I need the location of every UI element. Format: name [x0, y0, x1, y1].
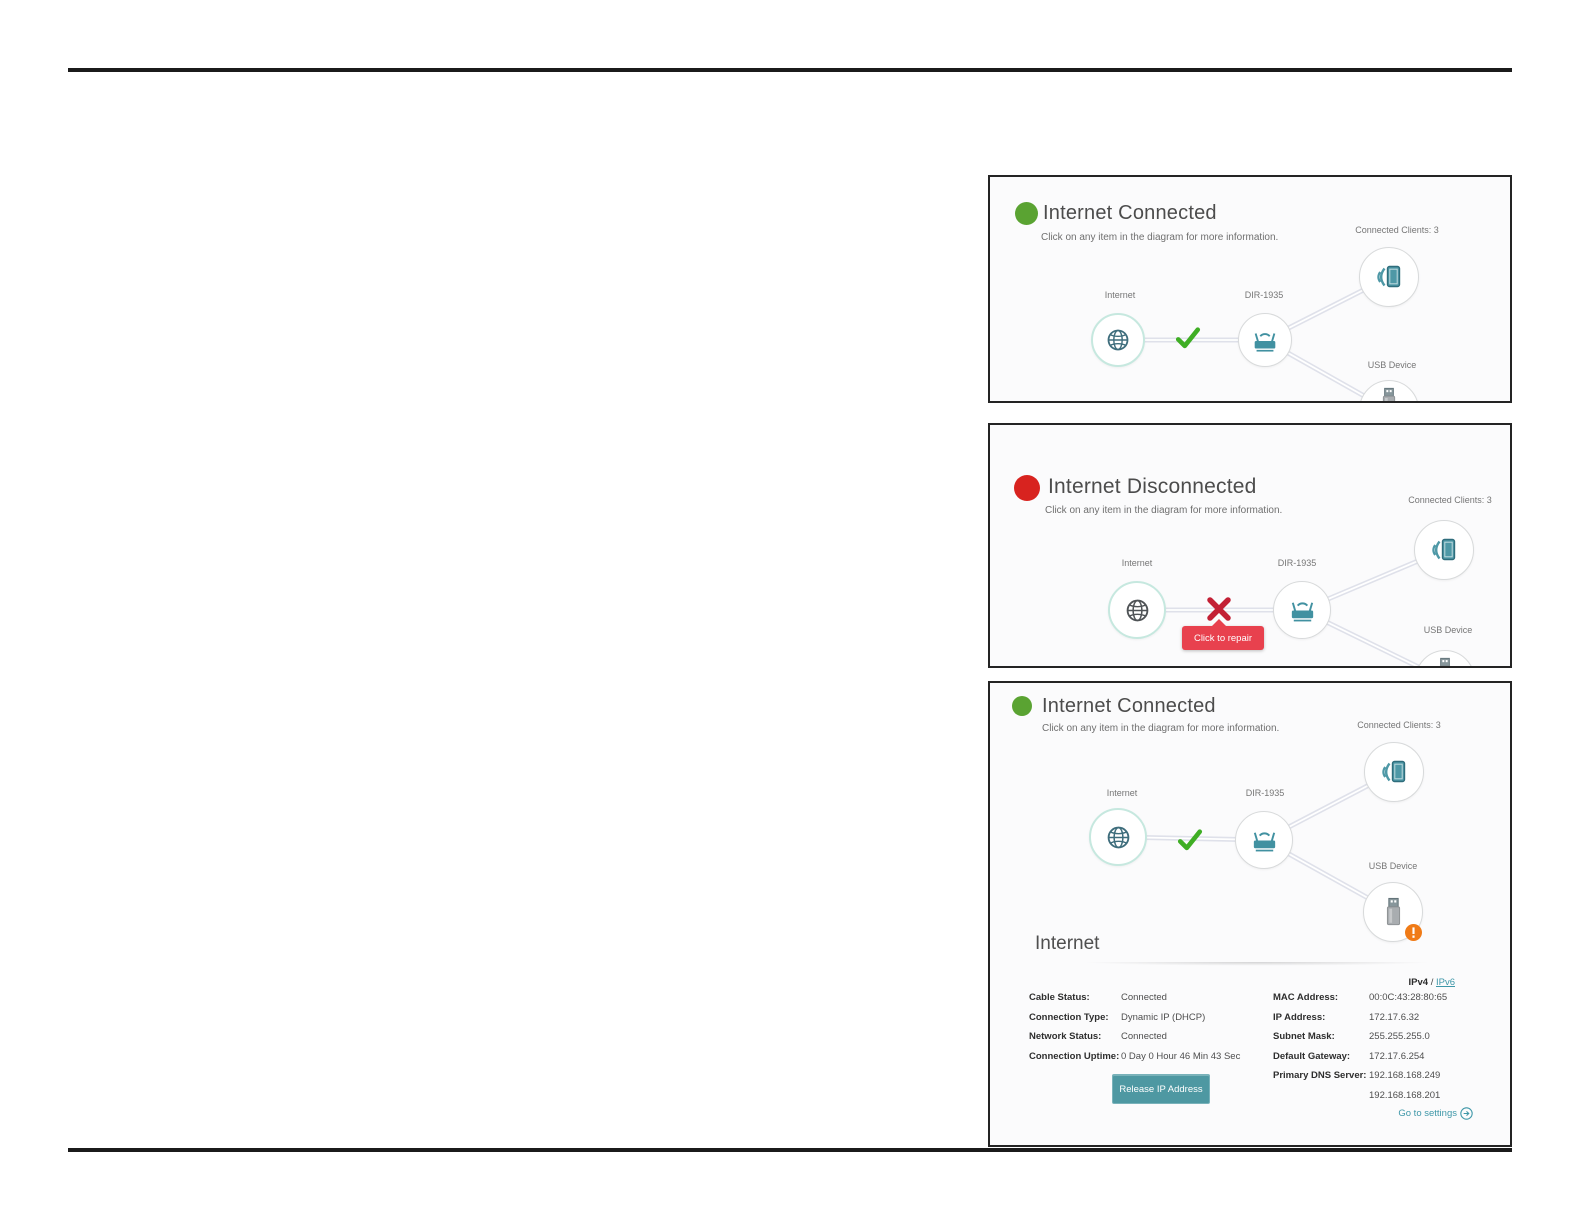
status-title: Internet Disconnected	[1048, 475, 1257, 498]
screenshot-panel-internet-connected: Internet Connected Click on any item in …	[988, 175, 1512, 403]
status-subtitle: Click on any item in the diagram for mor…	[1041, 232, 1279, 243]
detail-label: MAC Address:	[1273, 992, 1339, 1003]
internet-section-title: Internet	[1035, 933, 1100, 954]
clients-label: Connected Clients: 3	[1355, 225, 1439, 235]
router-icon	[1287, 596, 1318, 624]
internet-label: Internet	[1106, 788, 1138, 798]
detail-row: Subnet Mask: 255.255.255.0	[1273, 1031, 1447, 1043]
detail-label: Default Gateway:	[1273, 1050, 1351, 1062]
clients-label: Connected Clients: 3	[1357, 720, 1441, 730]
usb-label: USB Device	[1423, 625, 1473, 635]
header-rule	[68, 68, 1512, 72]
detail-value: Connected	[1121, 1031, 1167, 1042]
status-dot	[1015, 201, 1038, 225]
clients-label: Connected Clients: 3	[1408, 495, 1492, 505]
wireless-client-icon	[1380, 758, 1408, 786]
detail-label: Subnet Mask:	[1273, 1031, 1335, 1042]
wireless-client-icon	[1430, 536, 1458, 564]
detail-label: Connection Type:	[1029, 1011, 1109, 1023]
router-icon	[1249, 826, 1280, 854]
status-subtitle: Click on any item in the diagram for mor…	[1042, 723, 1280, 734]
internet-label: Internet	[1121, 558, 1153, 568]
ipv4-toggle: IPv4	[1408, 977, 1429, 988]
usb-icon	[1381, 387, 1397, 403]
detail-row: Cable Status: Connected	[1029, 992, 1240, 1004]
click-to-repair-button[interactable]: Click to repair	[1182, 619, 1264, 650]
wireless-client-icon	[1375, 263, 1403, 291]
details-right-column: MAC Address: 00:0C:43:28:80:65 IP Addres…	[1273, 992, 1447, 1109]
globe-icon	[1125, 598, 1150, 623]
detail-row: Primary DNS Server: 192.168.168.249	[1273, 1070, 1447, 1082]
connected-clients-node[interactable]	[1414, 520, 1474, 580]
section-divider	[1025, 962, 1490, 967]
details-left-column: Cable Status: Connected Connection Type:…	[1029, 992, 1240, 1070]
detail-label: Connection Uptime:	[1029, 1050, 1120, 1062]
detail-label: Cable Status:	[1029, 992, 1090, 1003]
status-title: Internet Connected	[1042, 695, 1216, 717]
detail-label	[1273, 1090, 1365, 1102]
detail-row: Connection Type: Dynamic IP (DHCP)	[1029, 1012, 1240, 1024]
detail-value: 172.17.6.32	[1369, 1011, 1420, 1023]
detail-row: MAC Address: 00:0C:43:28:80:65	[1273, 992, 1447, 1004]
detail-value: 00:0C:43:28:80:65	[1369, 992, 1448, 1003]
usb-icon	[1385, 897, 1402, 927]
detail-row: Default Gateway: 172.17.6.254	[1273, 1051, 1447, 1063]
release-ip-address-button[interactable]: Release IP Address	[1112, 1074, 1210, 1104]
screenshot-panel-internet-details: Internet Connected Click on any item in …	[988, 681, 1512, 1147]
detail-value: Connected	[1121, 992, 1167, 1003]
ip-version-toggle: IPv4 / IPv6	[1409, 977, 1455, 988]
arrow-circle-icon	[1460, 1107, 1473, 1120]
usb-icon	[1437, 657, 1453, 668]
router-label: DIR-1935	[1277, 558, 1317, 568]
internet-label: Internet	[1104, 290, 1136, 300]
globe-icon	[1106, 328, 1130, 352]
detail-value: 0 Day 0 Hour 46 Min 43 Sec	[1121, 1050, 1241, 1062]
detail-label: IP Address:	[1273, 1011, 1326, 1023]
router-label: DIR-1935	[1244, 290, 1284, 300]
go-to-settings-label: Go to settings	[1398, 1108, 1457, 1119]
router-node[interactable]	[1235, 811, 1293, 869]
footer-rule	[68, 1148, 1512, 1152]
detail-row: Connection Uptime: 0 Day 0 Hour 46 Min 4…	[1029, 1051, 1240, 1063]
detail-row: 192.168.168.201	[1273, 1090, 1447, 1102]
internet-node[interactable]	[1091, 313, 1145, 367]
detail-value: Dynamic IP (DHCP)	[1121, 1011, 1206, 1023]
detail-label: Primary DNS Server:	[1273, 1070, 1367, 1081]
status-dot	[1014, 475, 1040, 501]
go-to-settings-link[interactable]: Go to settings	[1398, 1107, 1473, 1120]
status-subtitle: Click on any item in the diagram for mor…	[1045, 505, 1283, 516]
detail-value: 192.168.168.201	[1369, 1089, 1441, 1101]
check-icon	[1175, 325, 1201, 351]
ip-toggle-separator: /	[1430, 977, 1434, 988]
router-node[interactable]	[1273, 581, 1331, 639]
check-icon	[1177, 827, 1203, 853]
usb-label: USB Device	[1368, 861, 1418, 871]
detail-row: Network Status: Connected	[1029, 1031, 1240, 1043]
usb-alert-badge-icon	[1405, 924, 1422, 941]
usb-label: USB Device	[1367, 360, 1417, 370]
connected-clients-node[interactable]	[1364, 742, 1424, 802]
detail-value: 192.168.168.249	[1369, 1070, 1441, 1081]
globe-icon	[1106, 825, 1131, 850]
internet-node[interactable]	[1089, 808, 1147, 866]
detail-label: Network Status:	[1029, 1031, 1102, 1042]
status-dot	[1012, 696, 1032, 716]
connected-clients-node[interactable]	[1359, 247, 1419, 307]
usb-device-node[interactable]	[1415, 650, 1475, 668]
router-node[interactable]	[1238, 313, 1292, 367]
detail-value: 255.255.255.0	[1369, 1031, 1430, 1042]
router-label: DIR-1935	[1245, 788, 1285, 798]
usb-device-node[interactable]	[1359, 380, 1419, 403]
internet-node[interactable]	[1108, 581, 1166, 639]
ipv6-link[interactable]: IPv6	[1435, 977, 1455, 988]
detail-row: IP Address: 172.17.6.32	[1273, 1012, 1447, 1024]
screenshot-panel-internet-disconnected: Internet Disconnected Click on any item …	[988, 423, 1512, 668]
router-icon	[1250, 327, 1280, 354]
detail-value: 172.17.6.254	[1369, 1050, 1425, 1062]
status-title: Internet Connected	[1043, 202, 1217, 224]
